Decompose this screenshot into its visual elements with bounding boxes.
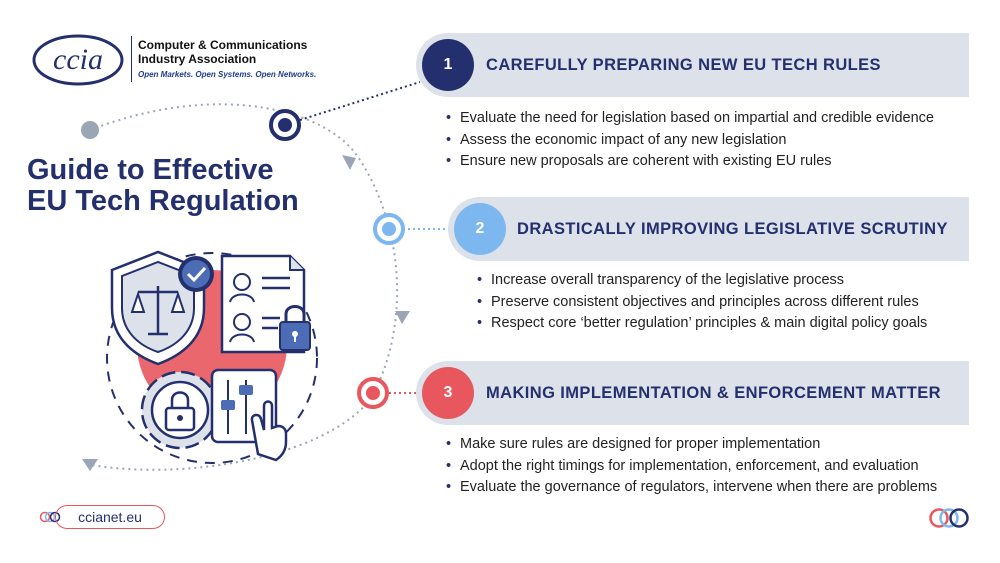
arrow-head-1 <box>342 155 356 170</box>
section-1-heading: CAREFULLY PREPARING NEW EU TECH RULES <box>486 56 881 74</box>
arrow-head-3 <box>82 459 98 471</box>
page-title: Guide to Effective EU Tech Regulation <box>27 155 299 217</box>
ccia-logo: ccia <box>32 34 124 86</box>
logo-divider <box>131 36 132 82</box>
section-2-bullets: Increase overall transparency of the leg… <box>477 270 927 335</box>
section-3-heading: MAKING IMPLEMENTATION & ENFORCEMENT MATT… <box>486 384 941 402</box>
section-2-band <box>448 197 969 261</box>
website-link[interactable]: ccianet.eu <box>55 505 165 529</box>
list-item: Assess the economic impact of any new le… <box>446 130 934 152</box>
org-name: Computer & Communications Industry Assoc… <box>138 38 307 66</box>
regulation-illustration-icon <box>106 250 318 464</box>
document-lock-icon <box>220 254 311 354</box>
list-item: Make sure rules are designed for proper … <box>446 434 937 456</box>
list-item: Adopt the right timings for implementati… <box>446 456 937 478</box>
org-name-line1: Computer & Communications <box>138 38 308 52</box>
list-item: Evaluate the governance of regulators, i… <box>446 477 937 499</box>
org-tagline: Open Markets. Open Systems. Open Network… <box>138 70 317 79</box>
dotted-arc <box>89 103 399 471</box>
section-3-band <box>416 361 969 425</box>
list-item: Increase overall transparency of the leg… <box>477 270 927 292</box>
list-item: Evaluate the need for legislation based … <box>446 108 934 130</box>
section-2-number: 2 <box>454 203 506 255</box>
rings-logo-icon <box>929 508 969 528</box>
node-1-core <box>278 118 292 132</box>
connector-1 <box>299 81 421 121</box>
section-1-number: 1 <box>422 39 474 91</box>
list-item: Ensure new proposals are coherent with e… <box>446 151 934 173</box>
section-2-heading: DRASTICALLY IMPROVING LEGISLATIVE SCRUTI… <box>517 220 948 238</box>
node-3-core <box>366 386 380 400</box>
section-1-bullets: Evaluate the need for legislation based … <box>446 108 934 173</box>
title-line2: EU Tech Regulation <box>27 185 299 217</box>
start-dot <box>81 121 99 139</box>
org-name-line2: Industry Association <box>138 52 257 66</box>
arrow-head-2 <box>395 311 410 324</box>
node-2-core <box>382 222 396 236</box>
control-panel-hand-icon <box>210 368 288 462</box>
shield-scales-icon <box>110 250 214 366</box>
list-item: Respect core ‘better regulation’ princip… <box>477 313 927 335</box>
section-1-band <box>416 33 969 97</box>
title-line1: Guide to Effective <box>27 154 274 186</box>
list-item: Preserve consistent objectives and princ… <box>477 292 927 314</box>
section-3-number: 3 <box>422 367 474 419</box>
section-3-bullets: Make sure rules are designed for proper … <box>446 434 937 499</box>
gear-lock-icon <box>140 370 220 450</box>
logo-mark-text: ccia <box>53 43 103 76</box>
